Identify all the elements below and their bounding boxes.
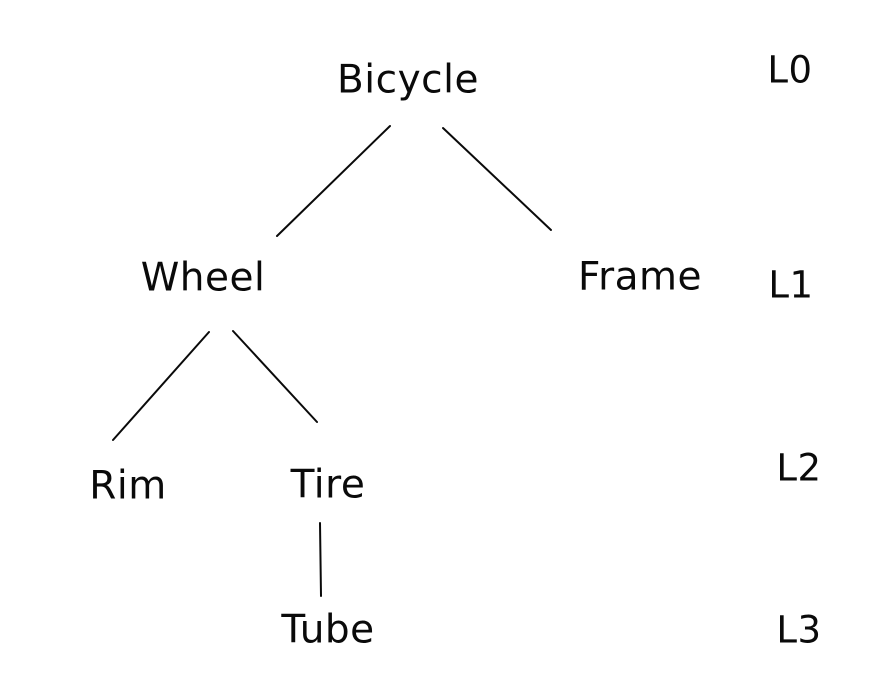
level-label-l1: L1 xyxy=(768,263,814,307)
level-label-l2: L2 xyxy=(776,446,822,490)
tree-node-bicycle[interactable]: Bicycle xyxy=(337,57,479,103)
tree-node-frame[interactable]: Frame xyxy=(577,254,703,300)
tree-edge-wheel-rim xyxy=(112,331,210,441)
tree-node-wheel[interactable]: Wheel xyxy=(140,255,266,301)
tree-edge-tire-tube xyxy=(319,522,322,597)
tree-edge-bicycle-wheel xyxy=(276,125,391,237)
level-label-l3: L3 xyxy=(776,608,822,652)
tree-node-tire[interactable]: Tire xyxy=(290,462,366,508)
level-label-l0: L0 xyxy=(767,48,813,92)
tree-edge-wheel-tire xyxy=(232,330,318,423)
tree-node-rim[interactable]: Rim xyxy=(89,463,167,509)
tree-node-tube[interactable]: Tube xyxy=(281,607,375,653)
tree-edge-bicycle-frame xyxy=(442,127,552,231)
